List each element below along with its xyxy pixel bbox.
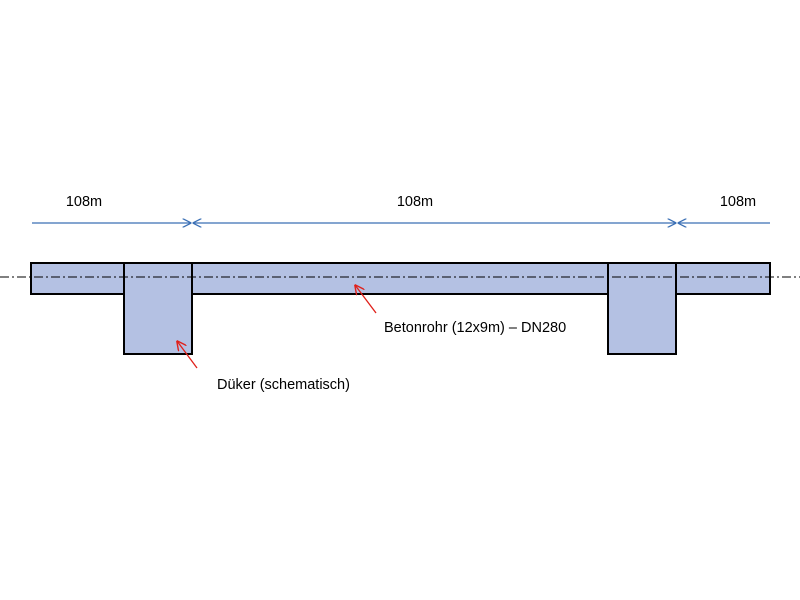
dimension-label-left: 108m [66,194,102,210]
pipe-callout-label: Betonrohr (12x9m) – DN280 [384,320,566,336]
pipe-callout-arrow [355,285,377,314]
dimension-label-middle: 108m [397,194,433,210]
pipeline [30,262,771,355]
siphon-callout-arrow [177,341,198,369]
pipeline-fill [31,263,770,354]
siphon-callout-label: Düker (schematisch) [217,377,350,393]
dimension-label-right: 108m [720,194,756,210]
